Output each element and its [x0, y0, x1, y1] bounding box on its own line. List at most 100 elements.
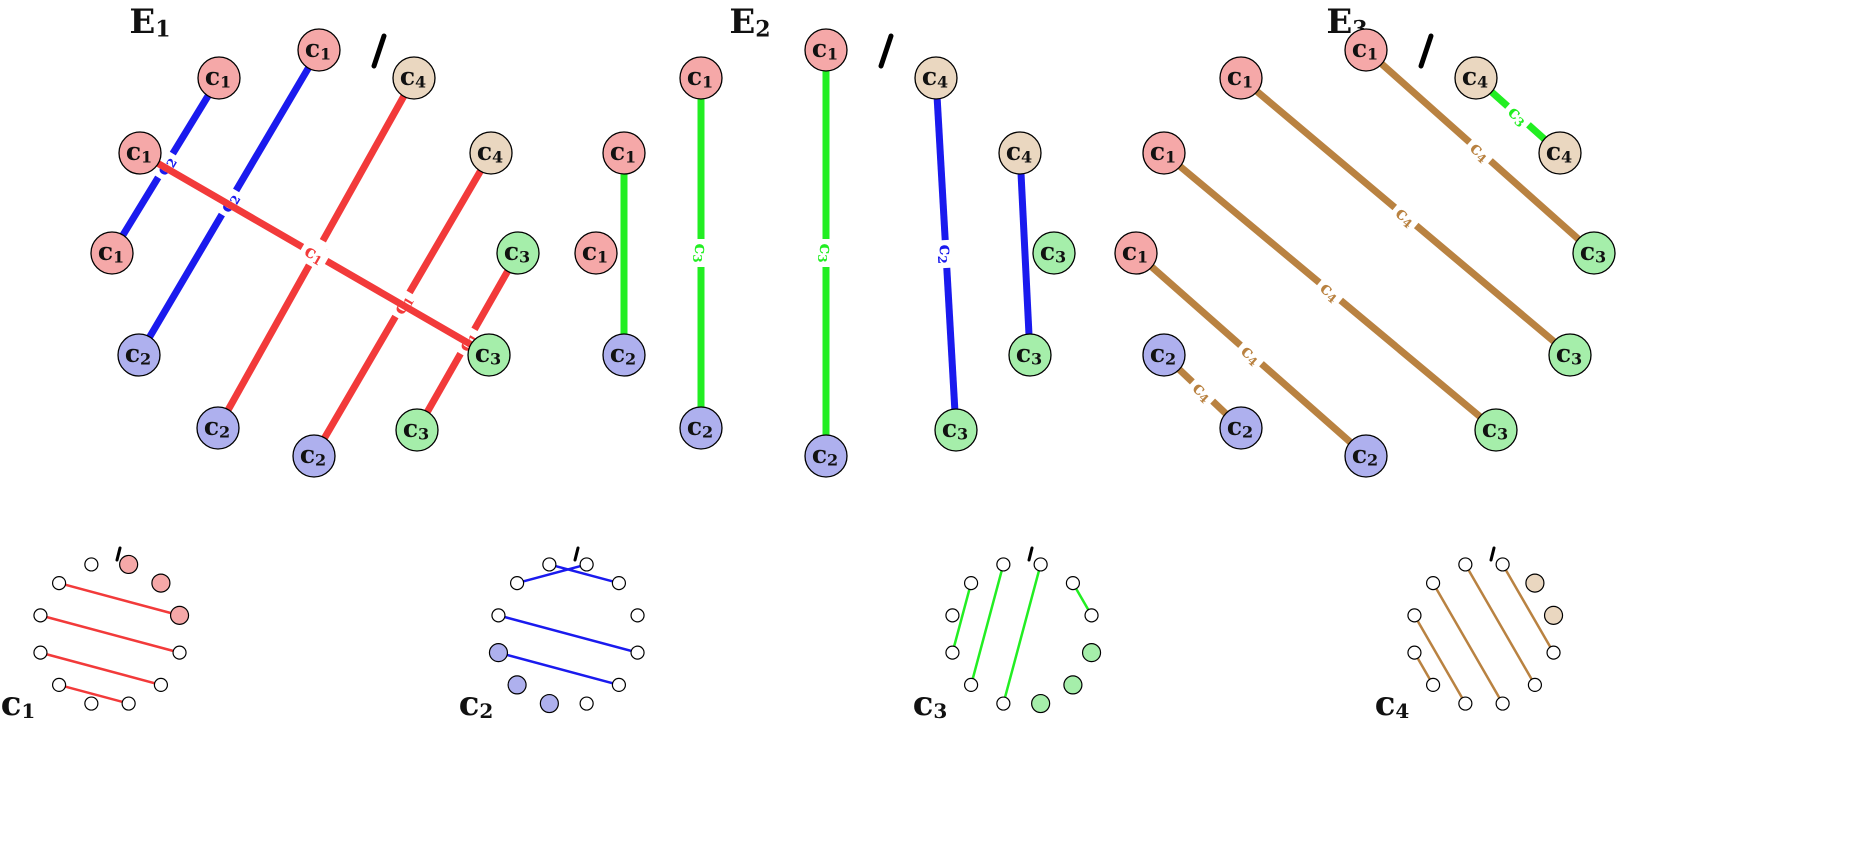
edge-label-bg: [1185, 374, 1220, 409]
node-label: c2: [1227, 412, 1253, 442]
node-label: c1: [582, 237, 608, 267]
mini-edge-brown: [1413, 614, 1467, 705]
mini-node: [630, 608, 645, 623]
tick-mark: [573, 546, 580, 562]
node-circle: [197, 56, 241, 100]
edge-label: c3: [690, 239, 712, 267]
node-c1: c1: [118, 131, 162, 175]
node-circle: [602, 131, 646, 175]
node-c3: c3: [1474, 408, 1518, 452]
node-label: c3: [1016, 339, 1042, 369]
node-label: c4: [400, 62, 426, 92]
mini-node: [33, 608, 48, 623]
mini-node: [963, 575, 979, 591]
mini-edge-blue: [498, 614, 638, 654]
mini-edge-red: [40, 651, 162, 687]
mini-node: [996, 557, 1011, 572]
node-c2: c2: [196, 406, 240, 450]
edge-label-text: c3: [815, 243, 837, 262]
node-circle: [496, 231, 540, 275]
mini-edge-blue: [516, 563, 587, 585]
node-circle: [1219, 56, 1263, 100]
node-c2: c2: [1344, 434, 1388, 478]
edge-label: c1: [297, 238, 332, 270]
node-circle: [574, 231, 618, 275]
node-circle: [395, 408, 439, 452]
tick-mark: [878, 33, 894, 69]
mini-node: [963, 677, 979, 693]
node-c1: c1: [197, 56, 241, 100]
small-panels: c1 c2 c3 c4: [1, 546, 1564, 724]
node-label: c3: [942, 414, 968, 444]
mini-node: [84, 557, 99, 572]
node-circle: [117, 333, 161, 377]
mini-node: [1081, 643, 1102, 663]
mini-node: [1458, 696, 1473, 711]
mini-node: [539, 693, 559, 714]
edge-label: c4: [1462, 134, 1498, 169]
node-label: c3: [1580, 237, 1606, 267]
node-circle: [1142, 333, 1186, 377]
node-label: c4: [477, 137, 503, 167]
large-panels: E1c2c2c1c1c1c1c1c1c1c4c4c3c3c3c2c2c2c1E2…: [90, 2, 1616, 478]
mini-node: [121, 696, 136, 711]
edge-label-text: c2: [934, 244, 957, 265]
node-label: c3: [1556, 339, 1582, 369]
node-c3: c3: [1008, 333, 1052, 377]
node-c2: c2: [117, 333, 161, 377]
edge-label: c2: [934, 239, 957, 269]
node-label: c2: [812, 440, 838, 470]
edge-label-bg: [297, 238, 332, 270]
node-c2: c2: [804, 434, 848, 478]
node-label: c2: [204, 412, 230, 442]
node-circle: [1032, 231, 1076, 275]
node-circle: [914, 56, 958, 100]
node-circle: [196, 406, 240, 450]
mini-edge-brown: [1464, 563, 1536, 686]
node-c1: c1: [90, 231, 134, 275]
mini-panel-c4: c4: [1375, 546, 1564, 724]
node-c2: c2: [679, 406, 723, 450]
mini-node: [542, 557, 557, 572]
node-c4: c4: [914, 56, 958, 100]
node-c4: c4: [1454, 56, 1498, 100]
edge-label-bg: [1233, 337, 1269, 372]
edge-label-bg: [1462, 134, 1498, 169]
node-label: c2: [687, 412, 713, 442]
edge-label-bg: [1388, 199, 1423, 234]
mini-edge-blue: [549, 563, 620, 585]
tick-mark: [371, 33, 387, 69]
mini-node: [1543, 605, 1564, 625]
mini-node: [579, 696, 594, 711]
mini-title-c3: c3: [913, 684, 948, 724]
mini-panel-c2: c2: [459, 546, 645, 724]
mini-panel-c1: c1: [1, 546, 190, 724]
mini-node: [119, 554, 139, 575]
node-label: c1: [1150, 137, 1176, 167]
mini-node: [509, 575, 525, 591]
edge-label-bg: [816, 239, 836, 267]
mini-node: [51, 677, 67, 693]
node-circle: [679, 406, 723, 450]
node-label: c1: [687, 62, 713, 92]
mini-node: [611, 575, 627, 591]
mini-title-c1: c1: [1, 684, 36, 724]
node-c4: c4: [1538, 131, 1582, 175]
node-circle: [392, 56, 436, 100]
node-circle: [292, 434, 336, 478]
node-label: c1: [98, 237, 124, 267]
mini-node: [1084, 608, 1099, 623]
node-label: c1: [812, 34, 838, 64]
node-c3: c3: [395, 408, 439, 452]
mini-node: [84, 696, 99, 711]
node-label: c2: [1150, 339, 1176, 369]
mini-node: [1425, 575, 1441, 591]
mini-node: [1407, 645, 1422, 660]
node-c2: c2: [292, 434, 336, 478]
node-circle: [934, 408, 978, 452]
mini-node: [491, 608, 506, 623]
tick-mark: [115, 546, 122, 562]
node-circle: [118, 131, 162, 175]
node-label: c2: [125, 339, 151, 369]
mini-node: [1425, 677, 1441, 693]
